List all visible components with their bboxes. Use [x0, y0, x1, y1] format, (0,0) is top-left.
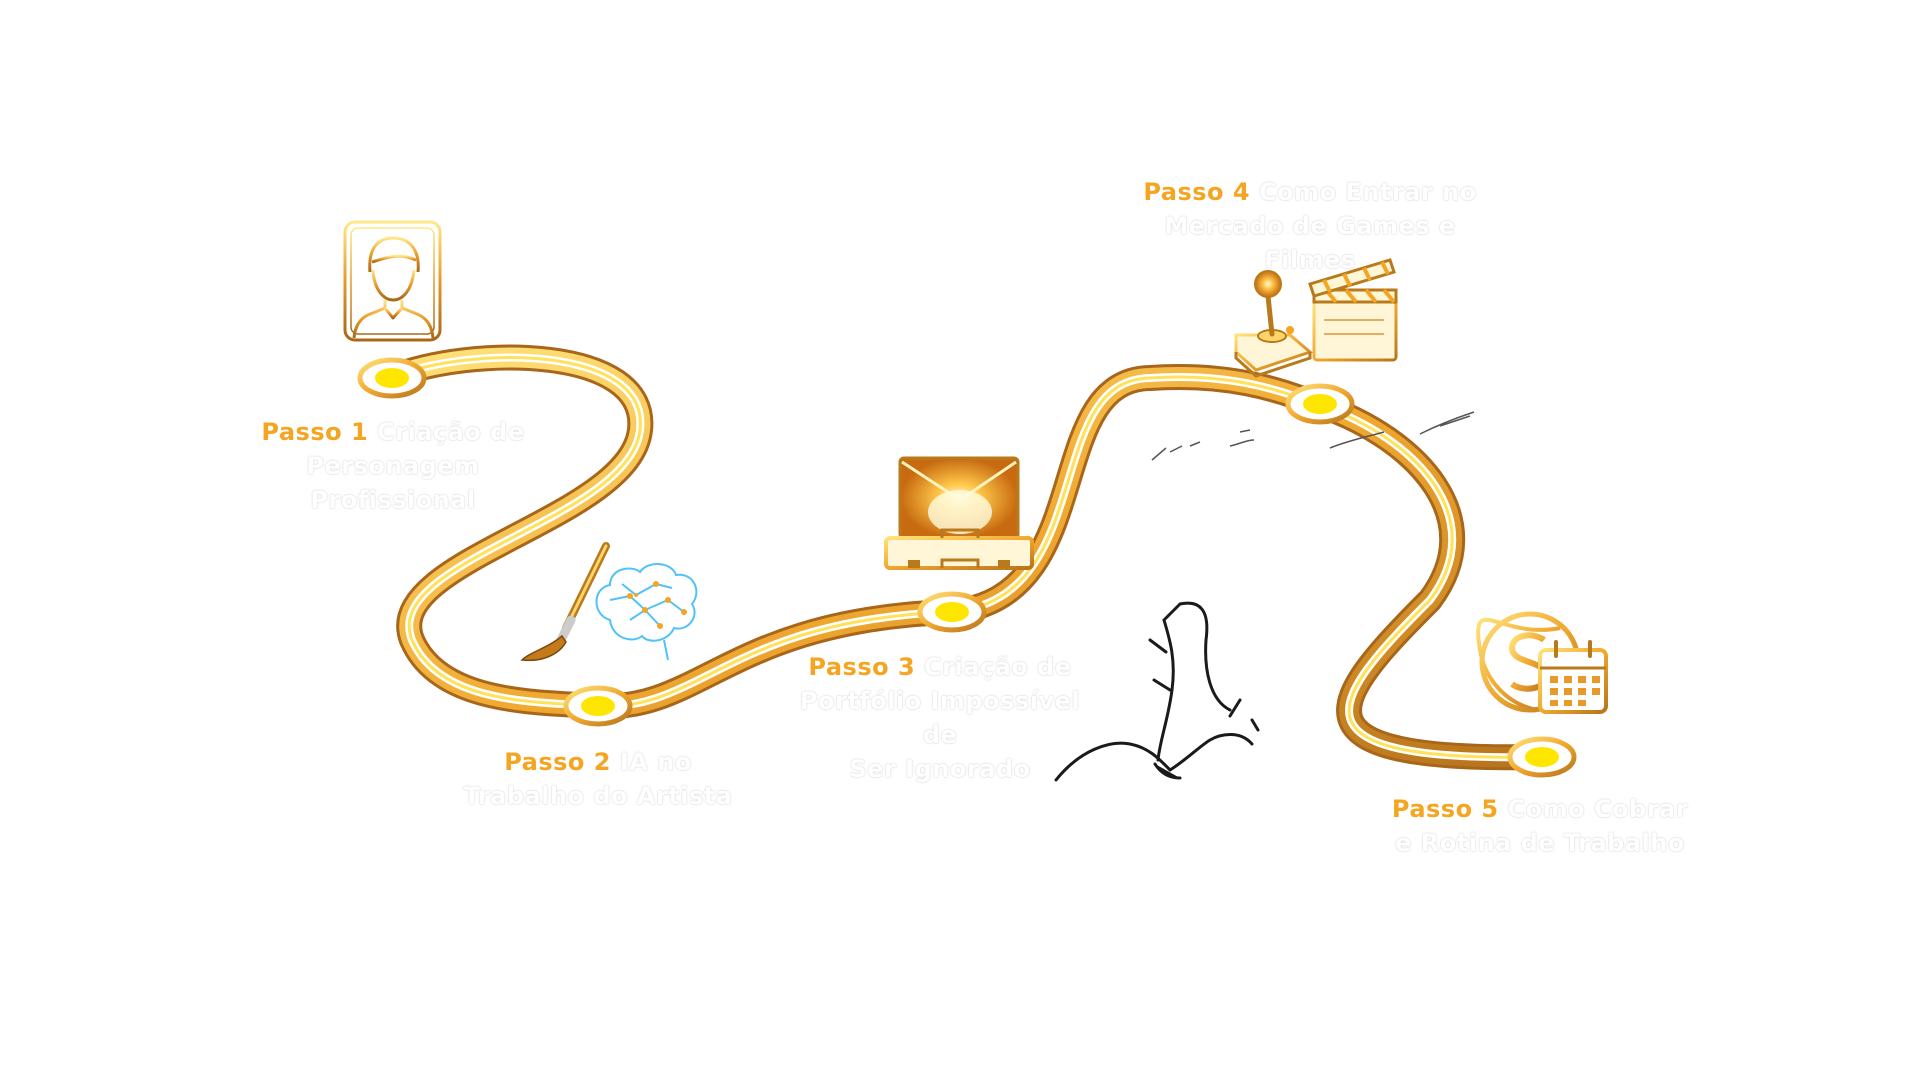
joystick-icon [1234, 270, 1313, 378]
step-2-desc-line2: Trabalho do Artista [463, 782, 733, 810]
step-2-desc-line1: IA no [619, 748, 692, 776]
step-node-4[interactable] [1285, 383, 1355, 425]
paintbrush-icon [520, 542, 610, 662]
step-1-desc-line2: Personagem Profissional [306, 452, 480, 514]
step-5-text: Passo 5 Como Cobrar e Rotina de Trabalho [1375, 792, 1705, 860]
brain-circuit-icon [595, 563, 698, 661]
step-2-label: Passo 2 [504, 748, 611, 776]
step-4-desc-line1: Como Entrar no [1258, 178, 1477, 206]
step-3-desc-line1: Criação de [924, 653, 1072, 681]
step-1-label: Passo 1 [261, 418, 369, 446]
step-node-1[interactable] [357, 357, 427, 399]
step-5-desc-line2: e Rotina de Trabalho [1395, 829, 1685, 857]
step-5-label: Passo 5 [1391, 795, 1499, 823]
step-1-desc-line1: Criação de [377, 418, 525, 446]
portrait-icon [343, 220, 442, 342]
step-4-desc-line2: Mercado de Games e Filmes [1164, 212, 1456, 274]
clapperboard-icon [1308, 258, 1398, 362]
step-5-desc-line1: Como Cobrar [1507, 795, 1689, 823]
step-node-2[interactable] [563, 685, 633, 727]
step-4-text: Passo 4 Como Entrar no Mercado de Games … [1120, 175, 1500, 277]
step-3-text: Passo 3 Criação de Portfólio Impossível … [780, 650, 1100, 786]
step-node-5[interactable] [1507, 736, 1577, 778]
step-2-text: Passo 2 IA no Trabalho do Artista [448, 745, 748, 813]
step-node-3[interactable] [917, 591, 987, 633]
calendar-icon [1538, 640, 1608, 714]
step-3-desc-line3: Ser Ignorado [849, 755, 1031, 783]
mountain-ridge-lines [1151, 411, 1475, 461]
step-3-desc-line2: Portfólio Impossível de [799, 687, 1081, 749]
step-1-text: Passo 1 Criação de Personagem Profission… [220, 415, 566, 517]
mountain-peak-icon [1054, 601, 1260, 782]
step-4-label: Passo 4 [1143, 178, 1251, 206]
step-3-label: Passo 3 [808, 653, 916, 681]
briefcase-icon [884, 456, 1034, 570]
